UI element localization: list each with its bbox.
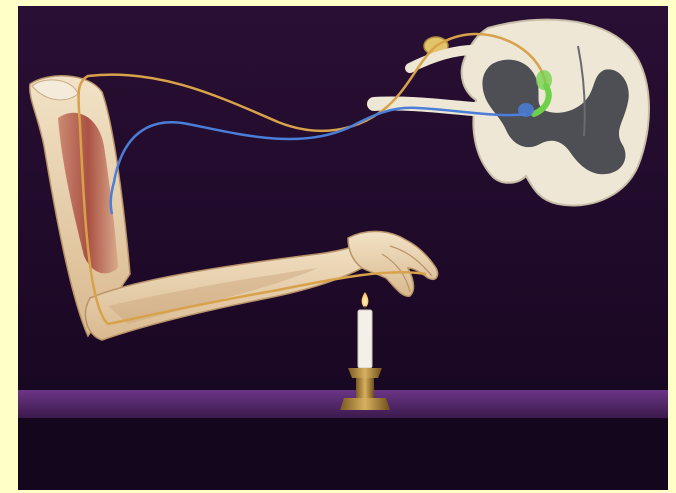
candle-wax: [358, 310, 372, 368]
reflex-arc-illustration: [18, 6, 668, 490]
reflex-arc-svg: [18, 6, 668, 490]
candle-holder: [340, 398, 390, 410]
